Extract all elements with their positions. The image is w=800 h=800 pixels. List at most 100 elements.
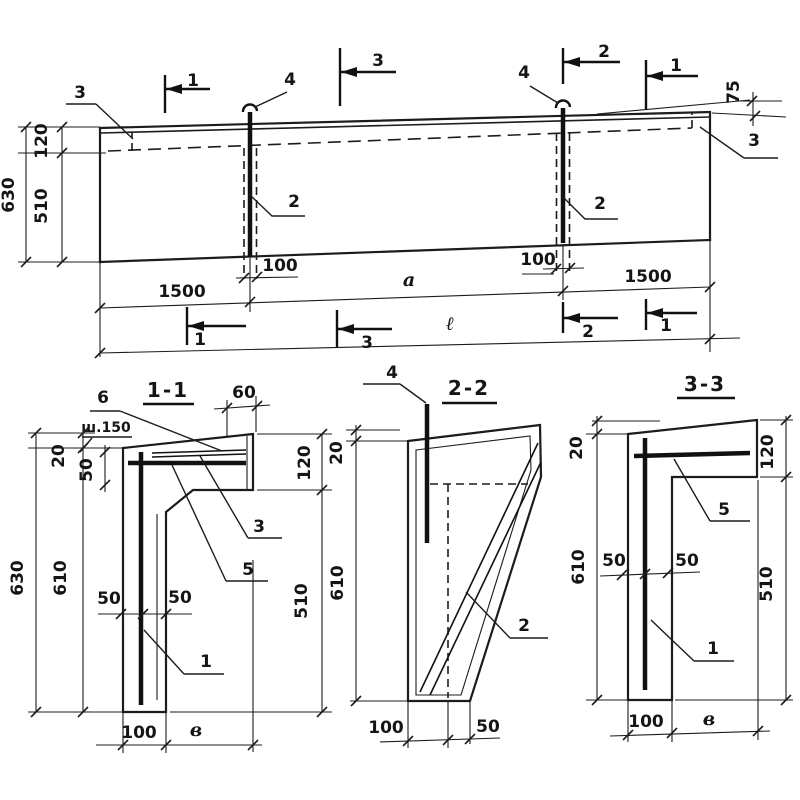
- leader-bar1: 1: [143, 629, 224, 675]
- dim-2-2-left: 20 610: [327, 425, 408, 702]
- mesh-leader: 6 ш.150: [79, 388, 223, 453]
- dim-text: 60: [232, 383, 256, 403]
- dim-text: 120: [32, 123, 52, 159]
- bar-leader-right: 2: [561, 194, 618, 220]
- bar-label: 5: [242, 560, 254, 580]
- dim-text: 50: [675, 551, 699, 571]
- leader-bar2-section: 2: [465, 591, 548, 639]
- section-mark-1-bottom-left: 1: [185, 307, 246, 350]
- bar-label: 2: [288, 192, 300, 212]
- section-mark-label: 2: [582, 322, 594, 342]
- svg-text:2-2: 2-2: [448, 376, 490, 400]
- edge-label: 3: [748, 131, 760, 151]
- dim-text: ℓ: [446, 313, 454, 335]
- dimension-ticks: [20, 95, 792, 751]
- dim-text: 1500: [624, 267, 671, 287]
- rebar-3-3: [633, 438, 751, 690]
- dim-text: в: [190, 719, 202, 741]
- svg-text:3-3: 3-3: [684, 372, 726, 396]
- hidden-flange-line: [107, 113, 693, 152]
- bar-label: 2: [518, 616, 530, 636]
- hidden-rib-2-2: [430, 483, 528, 698]
- dim-1-1-halves: 50 50: [97, 588, 192, 615]
- bar-label: 3: [253, 517, 265, 537]
- dim-3-3-halves: 50 50: [599, 551, 701, 577]
- leader-bar5: 5: [171, 464, 268, 582]
- edge-label: 3: [74, 83, 86, 103]
- dim-text: 610: [328, 565, 348, 601]
- section-mark-label: 3: [361, 333, 373, 353]
- section-mark-label: 1: [660, 316, 672, 336]
- panel-outline: [98, 99, 751, 264]
- dim-text: 20: [49, 444, 69, 468]
- dim-text: 510: [757, 566, 777, 602]
- section-mark-label: 1: [187, 71, 199, 91]
- dim-text: 630: [8, 560, 28, 596]
- dim-text: 50: [602, 551, 626, 571]
- dim-text: a: [403, 269, 415, 291]
- section-1-1-title: 1-1: [143, 378, 194, 406]
- section-2-2-title: 2-2: [442, 376, 497, 405]
- bar-label: 1: [707, 639, 719, 659]
- dim-text: 50: [97, 589, 121, 609]
- dim-text: 50: [168, 588, 192, 608]
- section-mark-2-top: 2: [561, 42, 620, 84]
- leader-bar5-33: 5: [673, 458, 750, 522]
- loop-label: 4: [386, 363, 398, 383]
- leader-bar3: 3: [199, 455, 282, 539]
- dim-row-bottom: 100 100 1500 a 1500 ℓ: [99, 240, 741, 357]
- section-view-1-1: 1-1 6 ш.150 60: [8, 378, 332, 753]
- section-mark-2-bottom: 2: [561, 302, 618, 342]
- dim-text: 100: [628, 712, 664, 732]
- rebar-1-1: [128, 449, 247, 705]
- elevation-view: 1 3 2 1 4 4: [0, 42, 787, 357]
- dim-text: 120: [295, 445, 315, 481]
- dim-text: 50: [476, 717, 500, 737]
- bar-label: 1: [200, 652, 212, 672]
- svg-text:1-1: 1-1: [147, 378, 189, 402]
- dim-text: 50: [77, 458, 97, 482]
- mesh-spec-label: ш.150: [81, 420, 131, 436]
- section-2-2-outline: [406, 423, 543, 703]
- dim-text: 120: [758, 434, 778, 470]
- mesh-label: 6: [97, 388, 109, 408]
- section-3-3-title: 3-3: [677, 372, 735, 400]
- dim-3-3-bottom: 100 в: [609, 700, 771, 742]
- loop-label: 4: [518, 63, 530, 83]
- dim-3-3-left: 20 610: [567, 416, 628, 701]
- section-mark-label: 1: [670, 56, 682, 76]
- dim-text: 100: [368, 718, 404, 738]
- section-mark-3-top: 3: [338, 48, 396, 106]
- loop-leader-left: 4: [254, 70, 296, 108]
- dim-1-1-top: 60: [213, 383, 271, 437]
- bar-leader-left: 2: [248, 192, 305, 217]
- dim-text: 20: [327, 441, 347, 465]
- dim-text: 100: [121, 723, 157, 743]
- dim-3-3-right: 120 510: [675, 416, 793, 740]
- dim-text: 610: [569, 549, 589, 585]
- dim-text: 610: [51, 560, 71, 596]
- section-mark-label: 2: [598, 42, 610, 62]
- lifting-loop-left-icon: [241, 103, 259, 279]
- dim-rise-75: 75: [711, 80, 787, 126]
- section-mark-1-top-left: 1: [163, 71, 210, 113]
- edge-leader-top-left: 3: [66, 83, 134, 140]
- dim-text: 20: [567, 436, 587, 460]
- dim-text: 510: [32, 188, 52, 224]
- loop-leader-right: 4: [518, 63, 559, 104]
- dim-text: 75: [724, 80, 744, 104]
- dim-text: в: [703, 708, 715, 730]
- diagonal-bar-2-2: [419, 442, 542, 696]
- dim-text: 100: [262, 256, 298, 276]
- lifting-loop-right-icon: [554, 99, 572, 271]
- dim-heights-left: 630 120 510: [0, 123, 106, 263]
- section-mark-1-top-right: 1: [644, 56, 698, 110]
- dim-1-1-bottom: 100 в: [96, 560, 262, 753]
- bar-label: 2: [594, 194, 606, 214]
- section-mark-label: 1: [194, 330, 206, 350]
- dim-text: 100: [520, 250, 556, 270]
- dim-2-2-bottom: 100 50: [368, 700, 501, 748]
- bar-label: 5: [718, 500, 730, 520]
